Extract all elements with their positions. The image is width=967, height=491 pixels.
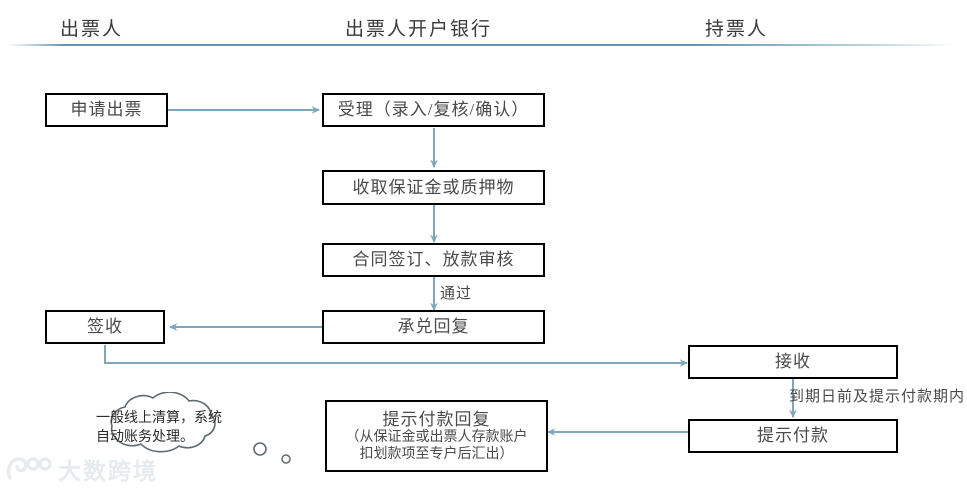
- node-sublabel-line2: 扣划款项至专户后汇出）: [359, 446, 514, 462]
- node-label: 申请出票: [70, 100, 143, 120]
- node-payment-reply[interactable]: 提示付款回复 （从保证金或出票人存款账户 扣划款项至专户后汇出）: [325, 400, 548, 472]
- node-label: 提示付款: [757, 426, 829, 446]
- cloud-callout-text: 一般线上清算，系统自动账务处理。: [96, 409, 222, 444]
- edge-label-due-date: 到期日前及提示付款期内: [789, 389, 966, 405]
- edge-label-pass: 通过: [440, 286, 473, 302]
- node-label: 承兑回复: [397, 317, 470, 337]
- node-acceptance-entry[interactable]: 受理（录入/复核/确认）: [322, 93, 545, 127]
- node-present-payment[interactable]: 提示付款: [688, 419, 898, 453]
- node-acceptance-reply[interactable]: 承兑回复: [322, 310, 545, 344]
- node-collect-deposit[interactable]: 收取保证金或质押物: [322, 170, 545, 205]
- node-apply-issue[interactable]: 申请出票: [45, 93, 168, 127]
- cloud-shape-icon: [110, 391, 216, 453]
- lane-label-holder: 持票人: [705, 19, 769, 40]
- node-sign-receipt[interactable]: 签收: [45, 310, 165, 344]
- lane-label-issuing-bank: 出票人开户银行: [345, 19, 493, 40]
- node-label: 受理（录入/复核/确认）: [337, 100, 530, 120]
- cloud-tail-bubbles-icon: [253, 442, 291, 464]
- node-label: 接收: [775, 352, 811, 372]
- watermark: 大数跨境: [6, 452, 158, 486]
- node-receive[interactable]: 接收: [688, 345, 898, 379]
- node-label: 收取保证金或质押物: [352, 177, 515, 197]
- lane-label-drawer: 出票人: [60, 19, 124, 40]
- node-label: 合同签订、放款审核: [352, 250, 515, 270]
- cloud-callout: 一般线上清算，系统自动账务处理。: [78, 391, 246, 464]
- node-label: 提示付款回复: [382, 409, 491, 429]
- node-sublabel-line1: （从保证金或出票人存款账户: [345, 429, 528, 445]
- brand-logo-icon: [6, 457, 52, 480]
- node-contract-loan-review[interactable]: 合同签订、放款审核: [322, 243, 545, 277]
- node-label: 签收: [87, 317, 123, 337]
- watermark-text: 大数跨境: [58, 458, 158, 484]
- header-divider-line: [8, 44, 958, 46]
